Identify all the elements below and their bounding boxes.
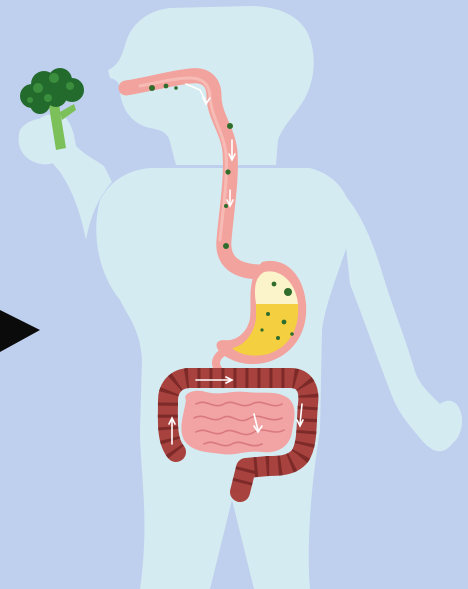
small-intestine (181, 391, 294, 455)
